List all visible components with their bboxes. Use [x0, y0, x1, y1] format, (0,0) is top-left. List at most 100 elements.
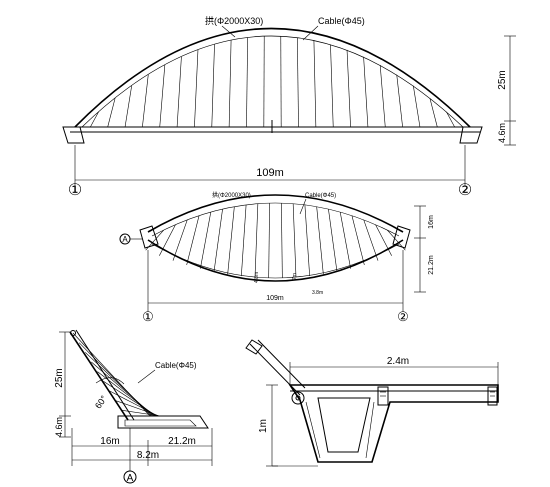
elevation-cable: [194, 49, 199, 128]
elevation-cable: [413, 85, 421, 128]
plan-cable: [227, 206, 235, 275]
elevation-axis-2: ②: [458, 182, 472, 199]
elevation-axis-1: ①: [68, 182, 82, 199]
section-arch-line-2: [75, 329, 135, 421]
elevation-cable: [228, 40, 232, 128]
elevation-cable: [379, 65, 386, 128]
plan-arch-label: 拱(Φ2000X30): [212, 191, 251, 199]
plan-cable: [186, 215, 200, 266]
detail-box-inner: [317, 397, 371, 453]
elevation-cable: [363, 56, 369, 128]
section-deck: [117, 415, 209, 429]
plan-axis-1: ①: [142, 309, 154, 324]
plan-cable: [281, 203, 283, 278]
detail-box-girder: [288, 384, 499, 463]
section-offset-label: 8.2m: [137, 450, 159, 461]
plan-inner-label-2: 7m: [292, 273, 298, 280]
plan-left-bearing: [139, 225, 159, 249]
detail-width-label: 2.4m: [387, 356, 409, 367]
elevation-left-abutment: [62, 126, 85, 144]
section-height-label: 25m: [54, 368, 65, 387]
section-cable: [103, 381, 157, 417]
elevation-cable: [330, 44, 334, 128]
elevation-cable: [159, 65, 166, 128]
section-cable: [72, 332, 151, 417]
elevation-cable: [211, 44, 215, 128]
section-cable-leader: [137, 369, 156, 384]
detail-view: 2.4m 1m: [245, 339, 499, 467]
plan-cable: [363, 219, 379, 261]
elevation-cable-label: Cable(Φ45): [318, 16, 365, 26]
plan-axis-2: ②: [397, 309, 409, 324]
elevation-height-label: 25m: [497, 70, 508, 89]
elevation-cable: [124, 85, 132, 128]
plan-cable: [254, 203, 259, 278]
section-angle-label: 60°: [93, 393, 109, 410]
plan-cable: [159, 224, 176, 256]
elevation-cable: [246, 37, 248, 128]
plan-cable: [241, 204, 247, 277]
elevation-cable: [142, 74, 149, 128]
plan-cable: [351, 215, 365, 266]
detail-height-label: 1m: [258, 419, 269, 433]
section-arch-top-node: [70, 330, 76, 336]
plan-inner-label-1: 4.8m: [254, 272, 260, 283]
elevation-arch-leader: [221, 25, 236, 38]
plan-cable: [172, 219, 188, 261]
plan-view: A 拱(Φ2000X30) Cable(Φ45) 4.8m 7m 3.8m 10…: [119, 191, 435, 324]
elevation-cable: [346, 49, 351, 128]
section-cable-label: Cable(Φ45): [155, 361, 197, 370]
section-deck-label: 4.6m: [54, 417, 64, 437]
plan-cable: [328, 209, 338, 272]
plan-right-bearing: [392, 225, 411, 249]
elevation-arch-label: 拱(Φ2000X30): [205, 15, 263, 26]
detail-web-1: [305, 401, 321, 459]
elevation-deck-label: 4.6m: [497, 123, 507, 143]
plan-inner-label-3: 3.8m: [312, 290, 323, 296]
section-width-b-label: 21.2m: [168, 436, 196, 447]
plan-arch-outer: [147, 194, 404, 233]
detail-arch-tube-2: [257, 339, 306, 389]
detail-web-2: [365, 401, 375, 459]
plan-cable: [316, 206, 324, 275]
elevation-cables: [90, 36, 455, 128]
section-mark: A: [127, 473, 134, 484]
elevation-cable: [176, 56, 182, 128]
detail-stiffener-1: [377, 386, 389, 406]
plan-cable-leader: [299, 198, 307, 215]
plan-width-top-label: 16m: [428, 215, 435, 229]
elevation-cable: [429, 98, 438, 128]
section-a-view: 60° Cable(Φ45) 25m 4.6m 16m 21.2m 8.2m A: [54, 329, 213, 484]
elevation-cable: [446, 111, 455, 128]
detail-arch-end: [245, 339, 263, 355]
section-cables: [72, 332, 161, 417]
elevation-view: 109m ① ② 拱(Φ2000X30) Cable(Φ45) 25m 4.6m: [62, 15, 516, 199]
section-cable: [121, 410, 161, 417]
elevation-arch-outer: [74, 27, 471, 128]
plan-section-mark: A: [122, 235, 128, 244]
plan-cable: [292, 203, 297, 278]
elevation-cable-leader: [302, 25, 319, 41]
section-cable: [109, 390, 159, 417]
plan-deck-curve-inner: [151, 243, 400, 279]
elevation-cable: [90, 111, 99, 128]
section-angle-arc: [95, 377, 125, 385]
plan-cable: [200, 211, 212, 269]
elevation-cable: [297, 37, 299, 128]
elevation-cable: [313, 40, 317, 128]
elevation-right-abutment: [459, 126, 483, 144]
section-cable: [115, 400, 160, 417]
plan-cable: [304, 204, 310, 277]
elevation-arch-inner: [81, 35, 464, 128]
plan-arch-inner: [151, 202, 400, 237]
section-arch-line-1: [69, 331, 129, 421]
elevation-cable: [107, 98, 116, 128]
plan-cable: [213, 209, 223, 272]
elevation-span-label: 109m: [256, 167, 284, 179]
plan-span-label: 109m: [266, 295, 284, 302]
plan-cable: [268, 203, 270, 278]
detail-bearing-outer: [291, 391, 305, 405]
plan-cable: [339, 211, 351, 269]
plan-cable: [375, 224, 392, 256]
